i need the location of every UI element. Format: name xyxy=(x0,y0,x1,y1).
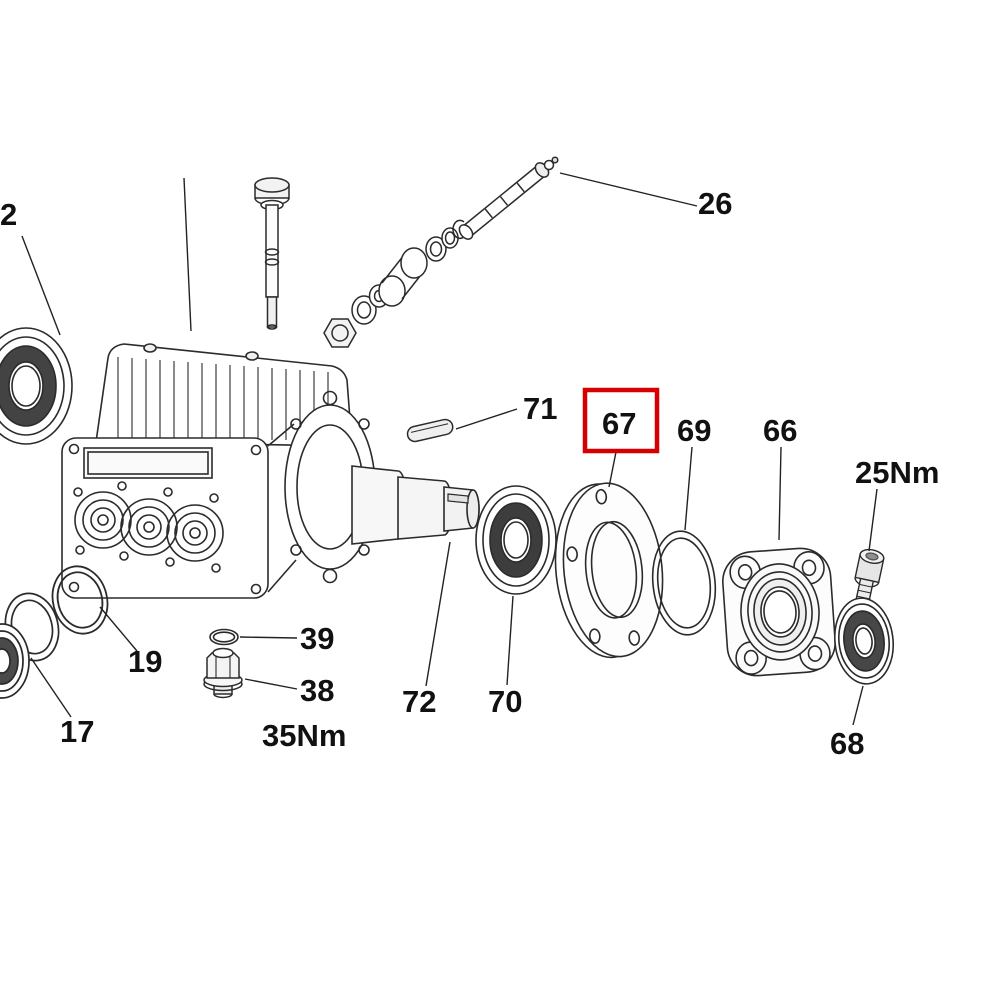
part-label-2: 2 xyxy=(0,197,17,232)
pump-body xyxy=(61,343,376,599)
part-label-70: 70 xyxy=(488,684,522,719)
part-label-72: 72 xyxy=(402,684,436,719)
seal-set-part-17 xyxy=(0,592,60,699)
shaft-part-26 xyxy=(458,156,559,240)
bearing-part-2 xyxy=(0,327,73,445)
part-label-17: 17 xyxy=(60,714,94,749)
leader-part-19 xyxy=(99,606,138,652)
leader-part-17 xyxy=(30,657,72,718)
oil-seal-part-68 xyxy=(834,597,894,685)
leader-lines xyxy=(21,172,878,726)
part-label-19: 19 xyxy=(128,644,162,679)
leader-part-38 xyxy=(244,678,298,690)
leader-part-68 xyxy=(852,685,864,726)
o-ring-part-39 xyxy=(209,628,239,646)
leader-part-70 xyxy=(506,595,514,686)
leader-part-39 xyxy=(239,636,298,639)
part-label-71: 71 xyxy=(523,391,557,426)
o-ring-part-69 xyxy=(651,530,717,636)
cover-flange-part-66 xyxy=(722,547,836,677)
part-label-25nm: 25Nm xyxy=(855,455,939,490)
leader-part-72 xyxy=(425,541,451,687)
leader-top-crop xyxy=(183,177,192,332)
fastener-chain xyxy=(323,219,467,348)
part-label-67: 67 xyxy=(602,406,636,441)
part-label-26: 26 xyxy=(698,186,732,221)
seal-ring-part-19 xyxy=(51,565,109,635)
leader-part-26 xyxy=(559,172,698,207)
leader-25nm xyxy=(868,488,878,552)
part-label-66: 66 xyxy=(763,413,797,448)
key-part-71 xyxy=(406,418,454,443)
highlight-box-67 xyxy=(582,387,660,454)
drain-plug-part-38 xyxy=(203,647,243,699)
leader-part-69 xyxy=(684,446,693,531)
part-label-69: 69 xyxy=(677,413,711,448)
part-label-39: 39 xyxy=(300,621,334,656)
leader-part-66 xyxy=(778,446,782,541)
output-shaft-72 xyxy=(351,465,480,545)
bearing-part-70 xyxy=(475,485,557,595)
part-label-68: 68 xyxy=(830,726,864,761)
leader-part-71 xyxy=(455,408,518,430)
leader-part-67 xyxy=(608,451,617,488)
leader-part-2 xyxy=(21,235,61,336)
dipstick-plug xyxy=(254,177,290,330)
gasket-part-67 xyxy=(554,482,664,659)
part-label-35nm: 35Nm xyxy=(262,718,346,753)
part-label-38: 38 xyxy=(300,673,334,708)
